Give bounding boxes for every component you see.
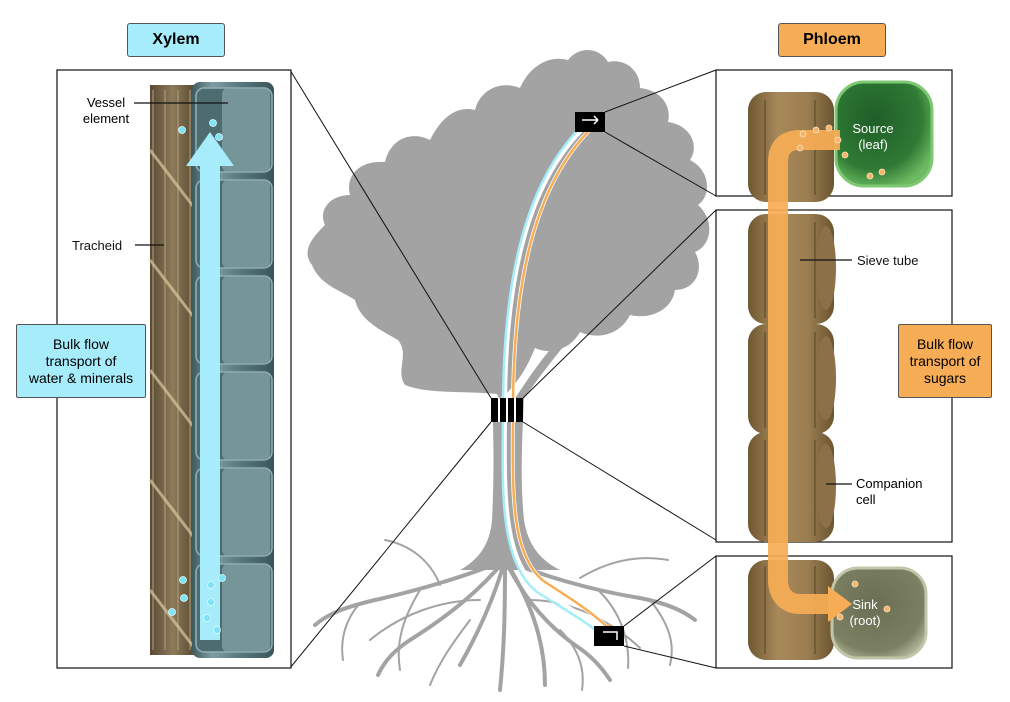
companion-cell-label: Companion cell (856, 476, 923, 507)
tree-xylem-path (501, 115, 604, 635)
xylem-bulk-flow-label: Bulk flow transport of water & minerals (16, 324, 146, 398)
tracheid-strand (148, 85, 198, 655)
tree-phloem-path (510, 120, 617, 636)
phloem-title: Phloem (778, 23, 886, 57)
tracheid-label: Tracheid (72, 238, 123, 253)
sieve-tube-column (748, 92, 836, 660)
sink-root-label: Sink (root) (849, 597, 881, 628)
trunk-marker-stripes (498, 398, 516, 422)
xylem-flow-arrow (186, 132, 234, 640)
water-particles (168, 119, 226, 634)
tree-silhouette (307, 50, 710, 692)
sieve-tube-label: Sieve tube (857, 253, 919, 268)
xylem-title: Xylem (127, 23, 225, 57)
sugar-particles (796, 124, 891, 621)
connector-lines (289, 69, 717, 669)
phloem-bulk-flow-label: Bulk flow transport of sugars (898, 324, 992, 398)
root-marker-box (594, 626, 624, 646)
leaf-marker-box (575, 112, 605, 132)
phloem-flow-arrow (768, 130, 852, 622)
source-leaf-label: Source (leaf) (852, 121, 894, 152)
vessel-element-label: Vessel element (82, 95, 130, 126)
